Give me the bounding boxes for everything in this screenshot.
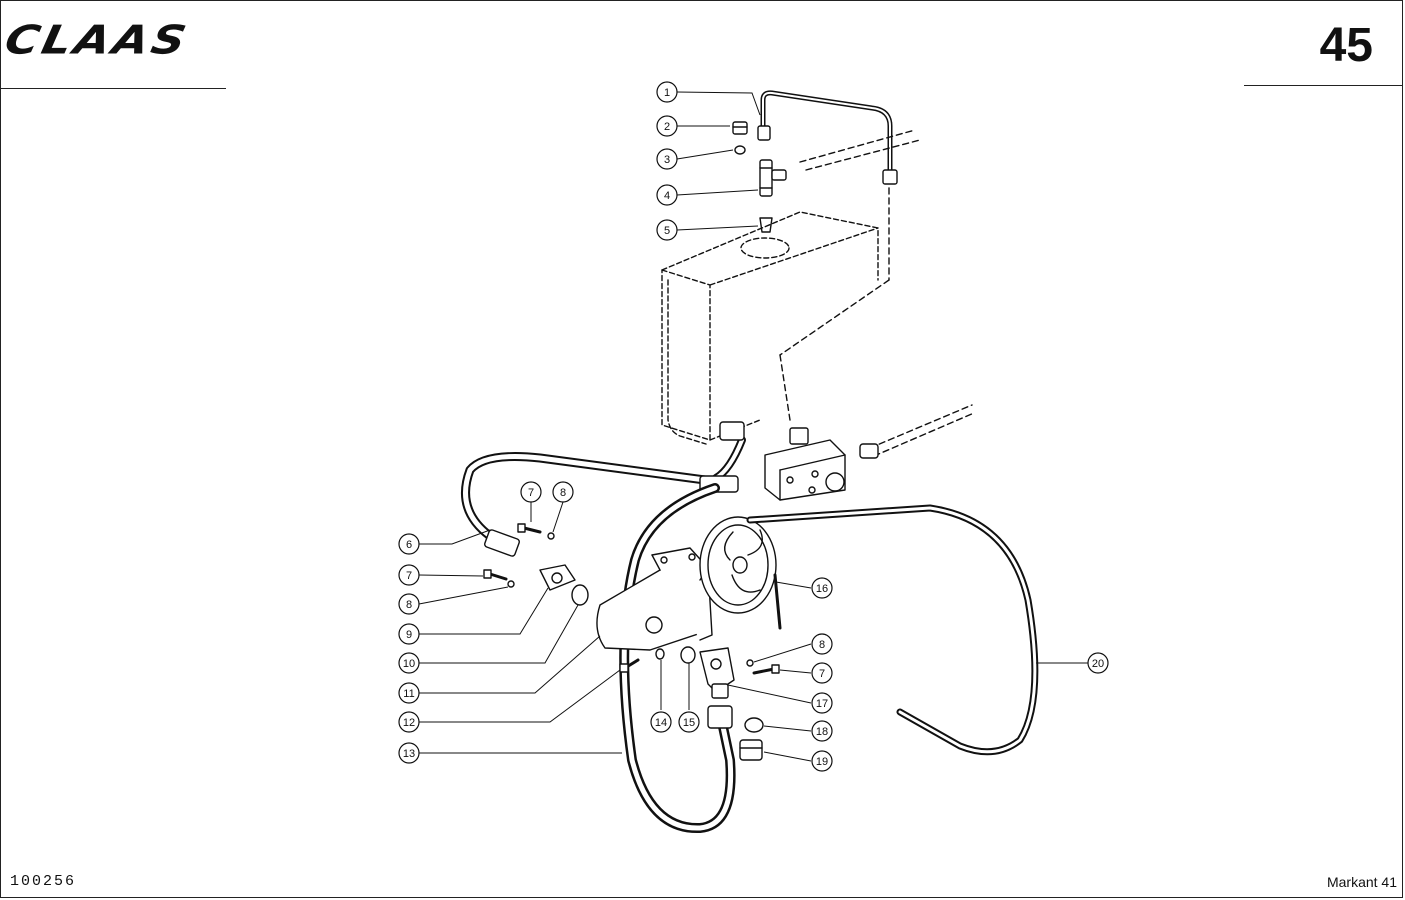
svg-text:19: 19: [816, 756, 828, 768]
svg-text:6: 6: [406, 539, 412, 551]
bolt-part-12: [619, 658, 640, 673]
svg-text:12: 12: [403, 717, 415, 729]
callout-8-upper: 8: [552, 481, 574, 503]
callout-8-right: 8: [811, 633, 833, 655]
adapter-part-5: [759, 217, 773, 233]
svg-text:7: 7: [819, 668, 825, 680]
svg-text:13: 13: [403, 748, 415, 760]
svg-text:18: 18: [816, 726, 828, 738]
screw-part-7-lower: [483, 569, 508, 581]
washer-part-8-upper: [547, 532, 555, 540]
callout-4: 4: [656, 184, 678, 206]
callout-14: 14: [650, 711, 672, 733]
callout-2: 2: [656, 115, 678, 137]
svg-text:10: 10: [403, 658, 415, 670]
svg-text:8: 8: [406, 599, 412, 611]
callout-20: 20: [1087, 652, 1109, 674]
svg-text:7: 7: [528, 487, 534, 499]
svg-text:7: 7: [406, 570, 412, 582]
callout-11: 11: [398, 682, 420, 704]
callout-15: 15: [678, 711, 700, 733]
document-number: 100256: [10, 873, 77, 890]
callout-5: 5: [656, 219, 678, 241]
o-ring-part-10: [571, 584, 589, 606]
svg-text:3: 3: [664, 154, 670, 166]
tee-fitting-part-4: [759, 159, 787, 197]
callout-6: 6: [398, 533, 420, 555]
svg-text:14: 14: [655, 717, 667, 729]
svg-text:15: 15: [683, 717, 695, 729]
callout-19: 19: [811, 750, 833, 772]
hose-part-6: [461, 421, 746, 557]
washer-part-14: [655, 648, 665, 660]
svg-text:8: 8: [560, 487, 566, 499]
callout-leaders: [418, 91, 1088, 762]
control-valve-block: [764, 427, 879, 501]
callout-7-upper: 7: [520, 481, 542, 503]
callout-10: 10: [398, 652, 420, 674]
screw-part-7-right: [752, 664, 780, 675]
svg-text:2: 2: [664, 121, 670, 133]
washer-part-8-right: [746, 659, 754, 667]
svg-text:11: 11: [403, 688, 414, 700]
steel-pipe-part-1: [757, 90, 898, 185]
ring-part-18: [744, 717, 764, 733]
page-number: 45: [1319, 19, 1373, 72]
callout-17: 17: [811, 692, 833, 714]
callout-16: 16: [811, 577, 833, 599]
olive-ring-part-3: [734, 145, 746, 155]
pulley-part-16: [699, 516, 782, 630]
svg-text:20: 20: [1092, 658, 1104, 670]
svg-text:17: 17: [816, 698, 828, 710]
callout-9: 9: [398, 623, 420, 645]
nut-part-19: [739, 739, 763, 761]
svg-text:9: 9: [406, 629, 412, 641]
header-rule-right: [1244, 85, 1402, 86]
hydraulic-pump-part-11: [596, 547, 713, 651]
nut-part-2: [732, 121, 748, 135]
callout-12: 12: [398, 711, 420, 733]
assembly-dashed-lines: [779, 129, 975, 457]
svg-text:4: 4: [664, 190, 670, 202]
o-ring-part-15: [680, 646, 696, 664]
callout-7-lower: 7: [398, 564, 420, 586]
svg-text:8: 8: [819, 639, 825, 651]
hose-part-13: [619, 483, 736, 834]
screw-part-7-upper: [517, 523, 542, 534]
oil-tank-outline: [661, 211, 879, 445]
callout-18: 18: [811, 720, 833, 742]
svg-text:16: 16: [816, 583, 828, 595]
callout-3: 3: [656, 148, 678, 170]
callout-8-lower: 8: [398, 593, 420, 615]
v-belt-part-20: [746, 504, 1039, 756]
flange-part-9: [539, 564, 576, 591]
callout-13: 13: [398, 742, 420, 764]
callout-1: 1: [656, 81, 678, 103]
svg-text:1: 1: [664, 87, 670, 99]
callout-7-right: 7: [811, 662, 833, 684]
svg-text:5: 5: [664, 225, 670, 237]
washer-part-8-lower: [507, 580, 515, 588]
model-name: Markant 41: [1326, 874, 1397, 890]
elbow-flange-part-17: [699, 647, 735, 699]
header-rule-left: [0, 88, 226, 89]
